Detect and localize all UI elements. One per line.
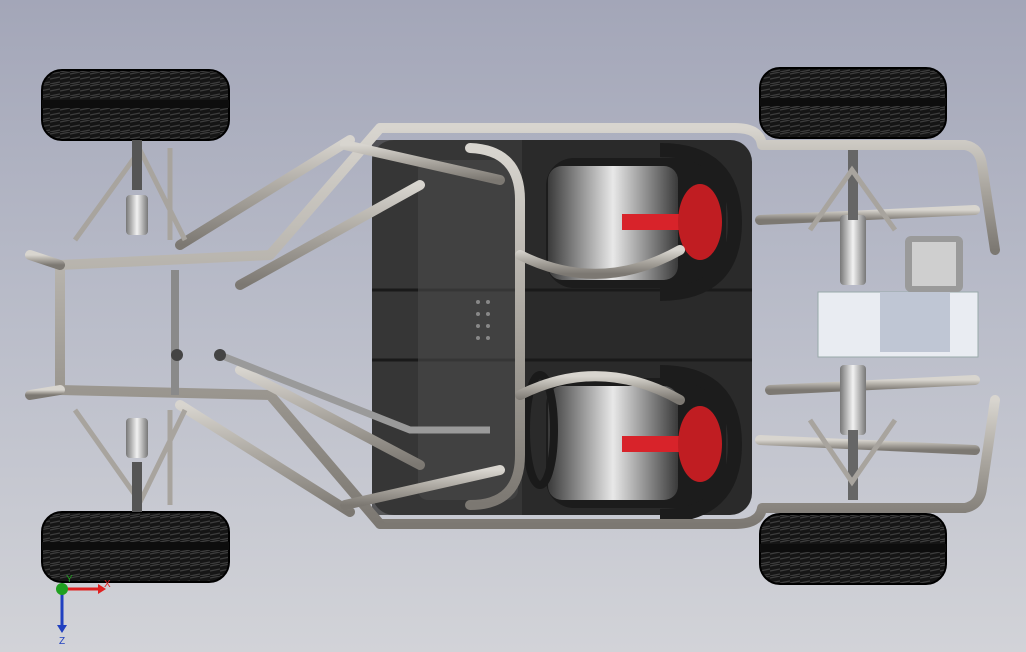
tire-rear-right (759, 513, 947, 585)
rear-coilover-bottom (807, 365, 898, 500)
steering-wheel (522, 371, 558, 489)
tire-front-right (41, 511, 230, 583)
steering-column (171, 270, 490, 434)
y-axis-dot (56, 583, 68, 595)
front-suspension-top (72, 140, 188, 242)
seat-right (546, 365, 743, 523)
coordinate-triad: X Y Z (56, 574, 111, 647)
panel-holes (476, 300, 490, 340)
tire-rear-left (759, 67, 947, 139)
z-axis-label: Z (59, 636, 65, 647)
x-axis-label: X (104, 579, 111, 590)
tube-frame (25, 123, 1000, 529)
rear-coilover-top (807, 150, 898, 285)
tire-front-left (41, 69, 230, 141)
y-axis-label: Y (66, 574, 73, 585)
front-suspension-bottom (72, 408, 188, 512)
